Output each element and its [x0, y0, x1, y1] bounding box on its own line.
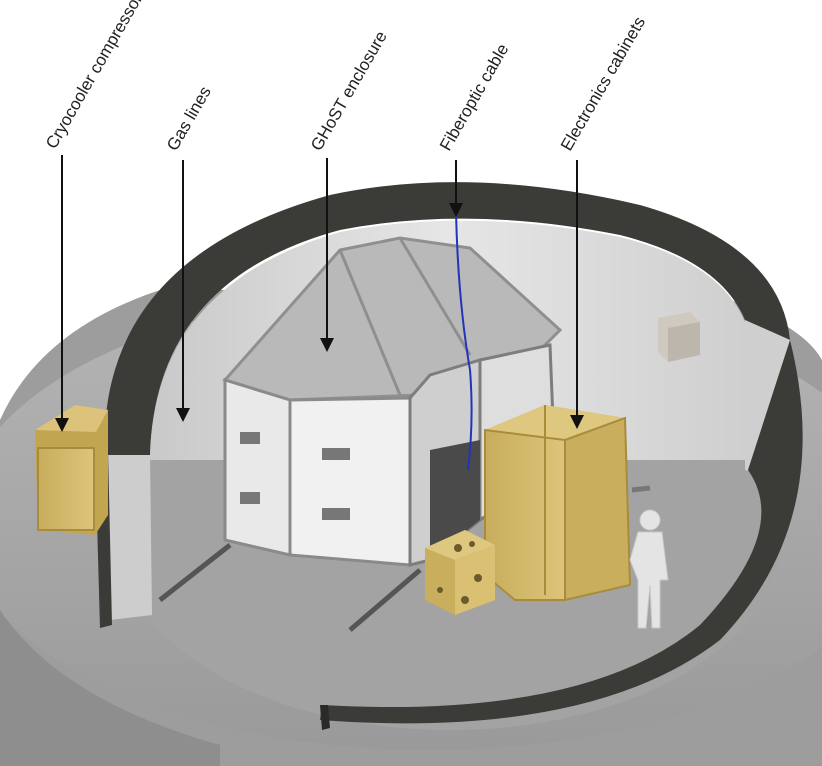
- fiberoptic-cable: [455, 211, 473, 471]
- fiberoptic-cable-label: Fiberoptic cable: [436, 41, 512, 154]
- gas-lines-label: Gas lines: [163, 83, 215, 154]
- wall-box: [658, 312, 700, 362]
- human-figure: [629, 509, 669, 629]
- callout-labels: Cryocooler compressor Gas lines GHoST en…: [42, 0, 649, 154]
- electronics-cabinets: [484, 405, 651, 602]
- electronics-cabinets-label: Electronics cabinets: [557, 14, 649, 154]
- callout-lines: [55, 155, 584, 432]
- ghost-enclosure-label: GHoST enclosure: [307, 28, 391, 154]
- cryocooler-label: Cryocooler compressor: [42, 0, 146, 152]
- floor-rails: [158, 543, 422, 632]
- cryocooler-box: [35, 405, 108, 535]
- small-crate: [425, 530, 495, 615]
